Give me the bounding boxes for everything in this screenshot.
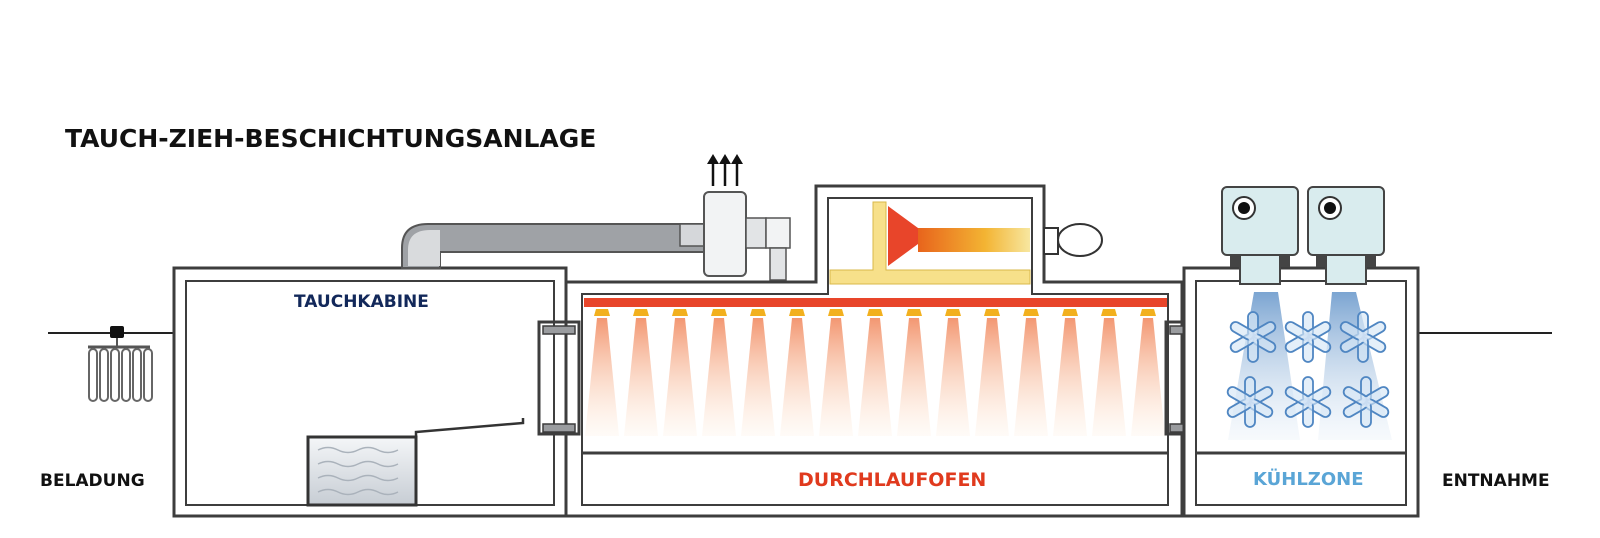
- nozzle-icon: [1101, 309, 1117, 316]
- loading-label: BELADUNG: [40, 471, 145, 491]
- snowflake-group: [1226, 311, 1390, 428]
- gas-bottle-icon: [1043, 223, 1103, 257]
- nozzle-icon: [1023, 309, 1039, 316]
- nozzle-icon: [750, 309, 766, 316]
- heat-cone: [702, 318, 736, 436]
- nozzle-icon: [672, 309, 688, 316]
- nozzle-icon: [867, 309, 883, 316]
- snowflake-icon: [1229, 311, 1277, 363]
- unloading-label: ENTNAHME: [1442, 471, 1550, 491]
- snowflake-icon: [1284, 311, 1332, 363]
- heat-cone: [897, 318, 931, 436]
- cooling-unit-icon: [1307, 186, 1385, 285]
- snowflake-icon: [1342, 376, 1390, 428]
- nozzle-icon: [828, 309, 844, 316]
- heat-cone: [663, 318, 697, 436]
- nozzle-icon: [1062, 309, 1078, 316]
- nozzle-icon: [984, 309, 1000, 316]
- heat-cone: [1053, 318, 1087, 436]
- exhaust-arrows-icon: [707, 154, 743, 186]
- cooling-zone-label: KÜHLZONE: [1253, 469, 1364, 490]
- nozzle-icon: [594, 309, 610, 316]
- snowflake-icon: [1339, 311, 1387, 363]
- heat-cone: [780, 318, 814, 436]
- nozzle-icon: [906, 309, 922, 316]
- snowflake-icon: [1284, 376, 1332, 428]
- heat-cone: [975, 318, 1009, 436]
- heat-cone: [585, 318, 619, 436]
- oven-label: DURCHLAUFOFEN: [798, 469, 987, 491]
- nozzle-icon: [633, 309, 649, 316]
- heat-cone: [819, 318, 853, 436]
- nozzle-icon: [945, 309, 961, 316]
- nozzle-icon: [711, 309, 727, 316]
- burner-icon: [829, 201, 1031, 285]
- snowflake-icon: [1226, 376, 1274, 428]
- parts-rack-icon: [88, 326, 153, 402]
- heat-cone: [936, 318, 970, 436]
- nozzle-icon: [1140, 309, 1156, 316]
- fan-icon: [679, 191, 791, 281]
- dip-booth: [172, 266, 568, 518]
- dip-booth-label: TAUCHKABINE: [294, 292, 429, 312]
- page-title: TAUCH-ZIEH-BESCHICHTUNGSANLAGE: [65, 124, 597, 153]
- heater-bar: [584, 298, 1167, 307]
- heat-cone: [1131, 318, 1165, 436]
- heat-cone: [1014, 318, 1048, 436]
- dip-return-line: [414, 418, 525, 437]
- heat-cone: [858, 318, 892, 436]
- heat-cones: [585, 309, 1165, 436]
- cooling-units: [1221, 186, 1385, 285]
- heat-cone: [1092, 318, 1126, 436]
- heat-cone: [624, 318, 658, 436]
- exhaust-duct: [401, 223, 706, 269]
- dip-tank-icon: [306, 435, 418, 507]
- cooling-unit-icon: [1221, 186, 1299, 285]
- heat-cone: [741, 318, 775, 436]
- nozzle-icon: [789, 309, 805, 316]
